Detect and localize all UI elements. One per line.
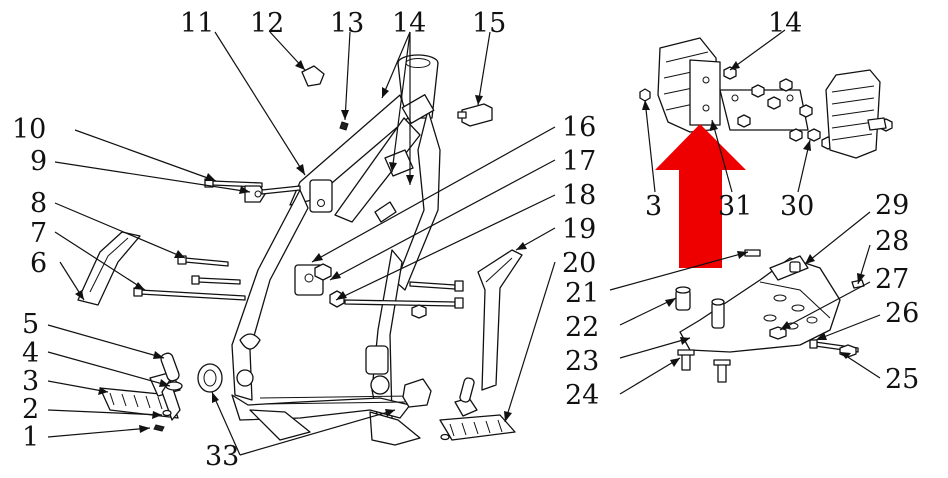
callout-19: 19	[562, 214, 596, 245]
bolts	[639, 66, 893, 150]
callout-21: 21	[565, 278, 599, 309]
callout-30: 30	[780, 191, 814, 222]
callout-12: 12	[250, 8, 284, 39]
right-side-parts	[314, 249, 523, 441]
callout-5: 5	[22, 309, 39, 340]
callout-24: 24	[565, 380, 599, 411]
callout-6: 6	[30, 248, 47, 279]
callout-3: 3	[22, 366, 39, 397]
leader-lines	[47, 29, 881, 456]
skid-plate-assembly	[675, 249, 865, 383]
callout-17: 17	[562, 146, 596, 177]
motorcycle-frame	[231, 54, 441, 446]
callout-labels: 1 2 3 4 5 6 7 8 9 10 11 12 13 14 15 16 1…	[12, 8, 919, 472]
callout-28: 28	[875, 226, 909, 257]
callout-15: 15	[472, 8, 506, 39]
callout-8: 8	[30, 188, 47, 219]
callout-29: 29	[875, 190, 909, 221]
callout-2: 2	[22, 394, 39, 425]
callout-3-top-right: 3	[645, 191, 662, 222]
callout-1: 1	[22, 422, 39, 453]
callout-7: 7	[30, 218, 47, 249]
callout-27: 27	[875, 264, 909, 295]
callout-13: 13	[330, 8, 364, 39]
callout-16: 16	[562, 112, 596, 143]
callout-23: 23	[565, 346, 599, 377]
callout-9: 9	[30, 146, 47, 177]
callout-33: 33	[205, 441, 239, 472]
callout-14: 14	[392, 8, 426, 39]
callout-31: 31	[718, 191, 752, 222]
callout-25: 25	[885, 364, 919, 395]
callout-18: 18	[562, 180, 596, 211]
radiator-guard-assembly	[639, 37, 893, 159]
callout-22: 22	[565, 312, 599, 343]
callout-4: 4	[22, 338, 39, 369]
callout-11: 11	[180, 8, 214, 39]
callout-20: 20	[562, 248, 596, 279]
callout-10: 10	[12, 114, 46, 145]
callout-26: 26	[885, 298, 919, 329]
callout-14-top-right: 14	[768, 8, 802, 39]
left-side-parts	[77, 65, 493, 432]
